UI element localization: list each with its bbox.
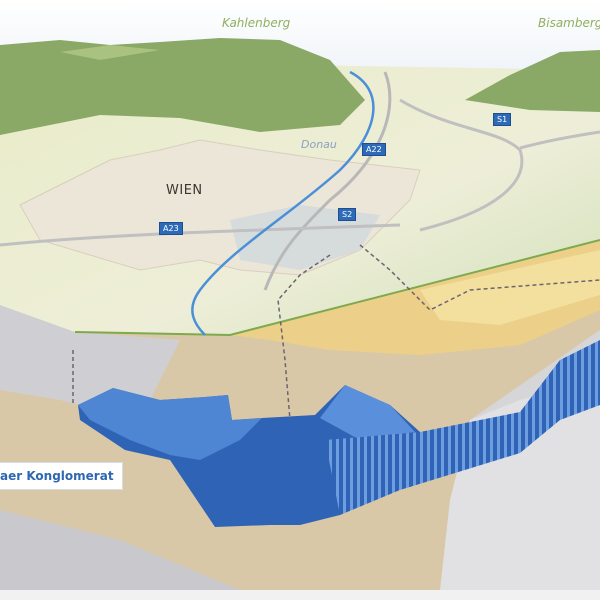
- road-s1: [399, 98, 524, 232]
- konglomerat-facets: [78, 388, 262, 460]
- konglomerat-facets-2: [320, 385, 415, 440]
- road-sign-s2: S2: [338, 208, 357, 221]
- sand-layer: [230, 240, 600, 355]
- city-core: [230, 205, 380, 270]
- sand-layer-light: [420, 250, 600, 325]
- label-konglomerat: aer Konglomerat: [0, 462, 123, 490]
- hill-kahlenberg-light: [60, 45, 160, 60]
- river-donau: [191, 70, 375, 336]
- hill-bisamberg: [465, 50, 600, 112]
- road-s1-east: [519, 130, 600, 150]
- label-kahlenberg: Kahlenberg: [222, 16, 291, 30]
- bottom-strip: [0, 590, 600, 600]
- label-bisamberg: Bisamberg: [538, 16, 600, 30]
- label-donau: Donau: [301, 138, 337, 151]
- label-wien: WIEN: [166, 183, 203, 198]
- road-sign-a22: A22: [362, 143, 386, 156]
- boundary-dashed-2: [277, 254, 331, 421]
- road-sign-s1: S1: [493, 113, 512, 126]
- grey-rock-left: [0, 305, 180, 420]
- hill-kahlenberg: [0, 38, 365, 135]
- road-a22: [263, 71, 392, 291]
- boundary-dashed: [359, 244, 600, 311]
- surface-edge: [74, 239, 600, 337]
- road-sign-a23: A23: [159, 222, 183, 235]
- konglomerat-striped: [325, 340, 600, 515]
- grey-rock-bottom: [0, 510, 240, 590]
